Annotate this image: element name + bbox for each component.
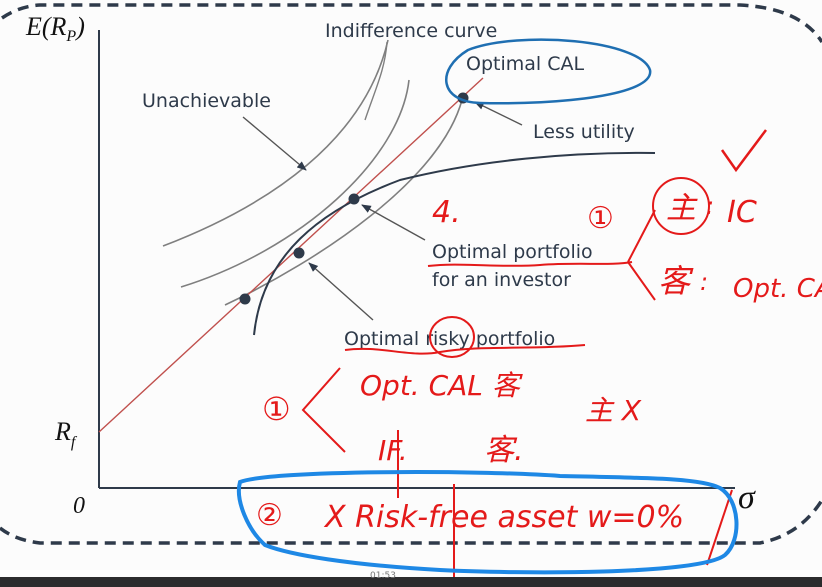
red-annotations: 4. ① 主 : IC 客 : Opt. CA ① Opt. CAL 客 IF.… [256, 129, 822, 580]
video-player-bar[interactable]: 01:53 [0, 571, 822, 587]
timestamp: 01:53 [370, 571, 396, 581]
dashed-frame-bottom [0, 499, 822, 545]
unachievable-arrow [242, 116, 307, 171]
efficient-frontier-curve [253, 151, 656, 336]
dashed-frame-top [1, 3, 822, 43]
annotation-circle-1-left: ① [262, 390, 291, 428]
annotation-bracket-top [627, 209, 656, 301]
annotation-circle-2: ② [256, 498, 283, 533]
annotation-risk-free-note: X Risk-free asset w=0% [323, 500, 684, 535]
annotation-ic: IC [727, 195, 757, 230]
annotation-underline-optimal-risky [344, 344, 586, 355]
x-axis-label-sigma: σ [738, 479, 756, 516]
annotation-slash [706, 489, 733, 566]
less-utility-arrow [474, 101, 523, 126]
annotation-zhu: 主 [666, 191, 698, 226]
label-indifference-curve: Indifference curve [325, 20, 497, 42]
indifference-curve-3 [224, 99, 463, 306]
annotation-circle-risky [429, 316, 475, 358]
label-unachievable: Unachievable [142, 90, 271, 112]
annotation-er: IF. [378, 434, 408, 467]
rf-label: Rf [54, 417, 78, 451]
label-optimal-cal: Optimal CAL [466, 53, 584, 75]
annotation-opt-ca: Opt. CA [733, 274, 822, 304]
annotation-ke: 客 [658, 262, 694, 300]
point-optimal-portfolio-investor [348, 193, 360, 205]
risk-free-highlight-lasso [236, 470, 739, 575]
optimal-risky-arrow [308, 262, 374, 321]
label-less-utility: Less utility [533, 121, 635, 143]
annotation-zhu-colon: : [706, 192, 714, 220]
annotation-circle-1-top: ① [587, 201, 614, 236]
point-optimal-portfolio-low [239, 293, 251, 305]
optimal-portfolio-arrow [361, 204, 426, 241]
optimal-cal-highlight-ellipse [445, 38, 652, 105]
indifference-curve-2 [180, 79, 410, 288]
indifference-curve-1 [162, 39, 389, 247]
label-optimal-portfolio-investor: Optimal portfolio for an investor [432, 241, 599, 291]
label-optimal-risky-portfolio: Optimal risky portfolio [344, 328, 555, 350]
y-axis-label: E(RP) [25, 12, 85, 45]
annotation-opt-cal-ke: Opt. CAL 客 [360, 369, 524, 402]
optimal-cal-line [98, 77, 484, 433]
annotation-ke2: 客. [484, 433, 524, 468]
annotation-checkmark [720, 129, 767, 173]
annotation-ke-colon: : [700, 268, 708, 296]
origin-label: 0 [73, 493, 85, 519]
indifference-leader [364, 41, 388, 121]
annotation-underline-optimal-portfolio [427, 261, 633, 267]
annotation-zhu-x: 主 X [585, 394, 642, 427]
annotation-circle-zhu [652, 177, 710, 235]
point-optimal-risky-portfolio [293, 247, 305, 259]
annotation-4: 4. [432, 195, 461, 230]
annotation-bracket-left [301, 367, 346, 453]
